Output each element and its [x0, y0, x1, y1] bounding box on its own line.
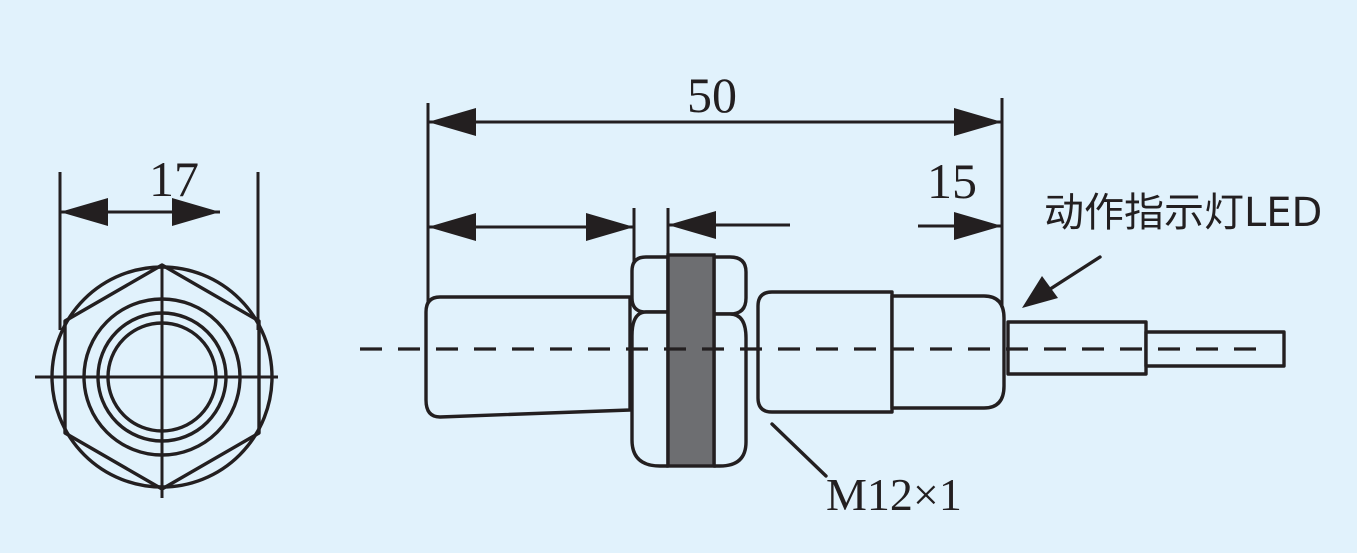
nut-left-upper	[630, 255, 670, 314]
threaded-sleeve	[756, 290, 894, 414]
sensor-front-body	[424, 295, 632, 419]
nut-left-lower	[630, 310, 670, 468]
sensor-rear-body	[890, 294, 1006, 410]
nut-arrow	[668, 211, 716, 239]
led-leader-arrow	[1022, 276, 1058, 308]
nut-right-lower	[712, 312, 748, 468]
length-arrow-left	[428, 108, 476, 136]
length-arrow-right	[954, 108, 1002, 136]
led-dimension-arrow	[954, 212, 1002, 240]
thread-leader-line	[770, 422, 828, 478]
end-view: 17	[35, 151, 278, 498]
led-indicator-label: 动作指示灯LED	[1044, 190, 1322, 236]
led-length-label: 15	[927, 153, 977, 209]
side-view: 50 15 动作指示灯LED	[360, 67, 1322, 520]
nut-right-upper	[712, 255, 748, 316]
thread-label: M12×1	[826, 469, 962, 520]
thread-arrow-left	[428, 213, 476, 241]
length-label: 50	[687, 67, 737, 123]
nut-band	[666, 253, 716, 468]
diameter-label: 17	[149, 151, 199, 207]
thread-arrow-middle	[586, 213, 634, 241]
